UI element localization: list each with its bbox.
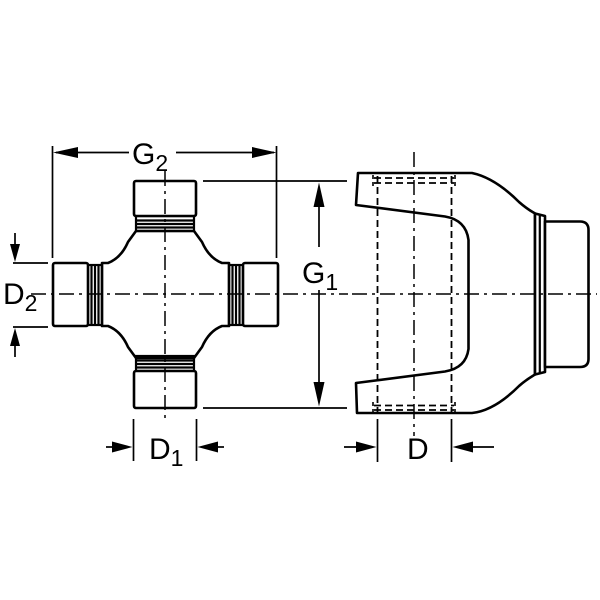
bearing-seal-bands <box>86 214 245 373</box>
d2-label-subscript: 2 <box>25 290 38 316</box>
g1-label-subscript: 1 <box>325 269 338 295</box>
d1-label-subscript: 1 <box>171 445 184 471</box>
g2-arrow-left <box>53 147 78 158</box>
g1-label: G1 <box>302 257 338 295</box>
g1-label-main: G <box>302 257 325 290</box>
u-joint-cross-view <box>31 171 348 418</box>
g2-label: G2 <box>132 138 168 176</box>
g1-arrow-down <box>313 382 325 407</box>
yoke-tube-stub <box>543 220 590 369</box>
d-label-main: D <box>407 433 429 466</box>
end-yoke-view <box>352 152 597 436</box>
d1-label-main: D <box>149 433 171 466</box>
d-label: D <box>407 433 429 466</box>
g1-arrow-up <box>313 182 325 207</box>
dimension-g2: G2 <box>51 138 278 258</box>
d2-label: D2 <box>3 278 37 316</box>
d2-label-main: D <box>3 278 25 311</box>
d2-arrow-down <box>10 244 20 262</box>
dimension-d1: D1 <box>106 419 224 471</box>
d-arrow-left <box>452 441 473 453</box>
d2-arrow-up <box>10 328 20 346</box>
d1-label: D1 <box>149 433 183 471</box>
g2-label-main: G <box>132 138 155 171</box>
d1-arrow-right <box>112 441 133 453</box>
g2-arrow-right <box>252 147 277 158</box>
dimension-g1: G1 <box>203 180 347 409</box>
yoke-body <box>354 171 537 415</box>
dimension-d2: D2 <box>3 233 48 357</box>
dimension-annotations: G2 G1 D2 <box>3 138 494 471</box>
g2-label-subscript: 2 <box>155 150 168 176</box>
dimension-d: D <box>344 419 494 466</box>
d1-arrow-left <box>197 441 218 453</box>
d-arrow-right <box>356 441 377 453</box>
